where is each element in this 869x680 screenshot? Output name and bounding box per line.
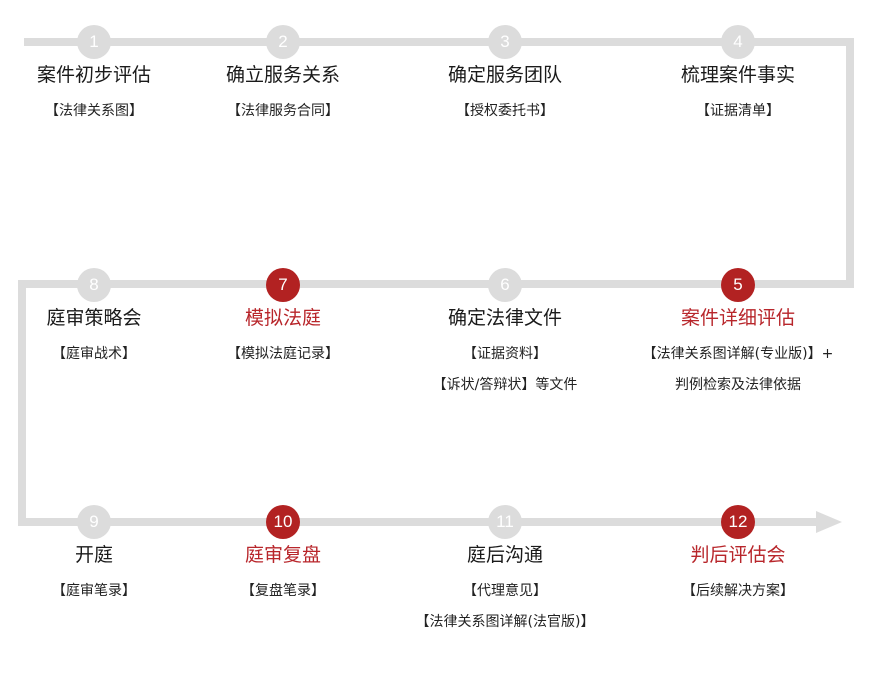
step-deliverable: 【法律服务合同】 xyxy=(227,103,339,119)
track-line xyxy=(18,38,854,526)
step-title: 判后评估会 xyxy=(690,544,786,566)
step-number-badge: 5 xyxy=(721,268,755,302)
step-title: 庭审复盘 xyxy=(244,544,321,566)
step-number-badge: 9 xyxy=(77,505,111,539)
step-number-badge: 6 xyxy=(488,268,522,302)
step-number-badge: 2 xyxy=(266,25,300,59)
step-number-badge: 10 xyxy=(266,505,300,539)
step-deliverable: 【授权委托书】 xyxy=(456,103,554,119)
step-deliverable: 判例检索及法律依据 xyxy=(675,377,801,393)
step-deliverable: 【诉状/答辩状】等文件 xyxy=(432,377,578,393)
step-title: 确立服务关系 xyxy=(225,64,340,86)
step-deliverable: 【庭审战术】 xyxy=(52,346,136,362)
step-number-badge: 3 xyxy=(488,25,522,59)
step-deliverable: 【模拟法庭记录】 xyxy=(227,346,339,362)
step-title: 确定服务团队 xyxy=(447,64,562,86)
step-deliverable: 【后续解决方案】 xyxy=(682,583,794,599)
step-deliverable: 【复盘笔录】 xyxy=(241,583,325,599)
step-deliverable: 【代理意见】 xyxy=(463,583,547,599)
step-deliverable: 【法律关系图】 xyxy=(45,103,143,119)
step-number-badge: 11 xyxy=(488,505,522,539)
step-title: 模拟法庭 xyxy=(244,307,321,329)
step-number-badge: 12 xyxy=(721,505,755,539)
step-deliverable: 【证据资料】 xyxy=(463,346,547,362)
step-title: 庭后沟通 xyxy=(466,544,543,566)
step-deliverable: 【法律关系图详解(法官版)】 xyxy=(415,614,595,630)
step-title: 确定法律文件 xyxy=(447,307,562,329)
step-title: 庭审策略会 xyxy=(46,307,142,329)
step-title: 案件详细评估 xyxy=(680,307,795,329)
step-number-badge: 1 xyxy=(77,25,111,59)
step-title: 开庭 xyxy=(74,544,113,566)
step-title: 案件初步评估 xyxy=(36,64,151,86)
step-deliverable: 【证据清单】 xyxy=(696,103,780,119)
step-deliverable: 【庭审笔录】 xyxy=(52,583,136,599)
step-deliverable: 【法律关系图详解(专业版)】+ xyxy=(642,346,834,362)
step-number-badge: 7 xyxy=(266,268,300,302)
step-number-badge: 8 xyxy=(77,268,111,302)
step-number-badge: 4 xyxy=(721,25,755,59)
step-title: 梳理案件事实 xyxy=(680,64,795,86)
track-arrow-head xyxy=(816,511,842,533)
